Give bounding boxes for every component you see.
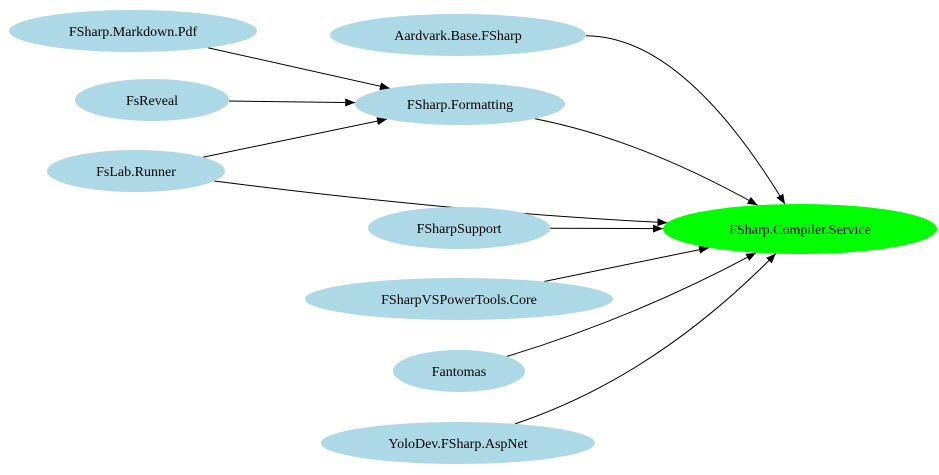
node-label-fsreveal: FsReveal xyxy=(126,94,178,109)
node-label-aardvark-base-fsharp: Aardvark.Base.FSharp xyxy=(394,29,522,44)
node-aardvark-base-fsharp: Aardvark.Base.FSharp xyxy=(330,14,586,56)
node-ellipse-fsharp-compiler-service xyxy=(663,204,937,254)
node-fsreveal: FsReveal xyxy=(75,79,229,121)
node-ellipse-fsharp-markdown-pdf xyxy=(9,10,257,52)
node-label-fsharp-formatting: FSharp.Formatting xyxy=(407,98,513,113)
node-fsharp-compiler-service: FSharp.Compiler.Service xyxy=(663,204,937,254)
node-fsharpsupport: FSharpSupport xyxy=(368,207,550,249)
node-label-fsharpsupport: FSharpSupport xyxy=(417,222,502,237)
node-ellipse-fsharpvspowertools-core xyxy=(305,278,613,320)
edge-fsharp-markdown-pdf-to-fsharp-formatting xyxy=(207,47,391,91)
node-yolodev-fsharp-aspnet: YoloDev.FSharp.AspNet xyxy=(321,422,595,464)
node-ellipse-yolodev-fsharp-aspnet xyxy=(321,422,595,464)
node-ellipse-fsreveal xyxy=(75,79,229,121)
edge-aardvark-base-fsharp-to-fsharp-compiler-service xyxy=(585,35,786,205)
node-label-yolodev-fsharp-aspnet: YoloDev.FSharp.AspNet xyxy=(388,437,527,452)
node-label-fsharp-compiler-service: FSharp.Compiler.Service xyxy=(729,223,871,238)
edge-yolodev-fsharp-aspnet-to-fsharp-compiler-service xyxy=(514,253,777,425)
node-ellipse-fslab-runner xyxy=(47,150,225,192)
node-ellipse-fsharpsupport xyxy=(368,207,550,249)
node-ellipse-fsharp-formatting xyxy=(355,83,565,125)
edge-fantomas-to-fsharp-compiler-service xyxy=(506,252,757,357)
node-fsharp-markdown-pdf: FSharp.Markdown.Pdf xyxy=(9,10,257,52)
node-ellipse-aardvark-base-fsharp xyxy=(330,14,586,56)
node-ellipse-fantomas xyxy=(393,350,525,392)
edge-fsharpvspowertools-core-to-fsharp-compiler-service xyxy=(544,245,710,282)
edge-fsreveal-to-fsharp-formatting xyxy=(228,98,356,107)
node-label-fslab-runner: FsLab.Runner xyxy=(96,165,176,180)
node-fsharp-formatting: FSharp.Formatting xyxy=(355,83,565,125)
node-fantomas: Fantomas xyxy=(393,350,525,392)
node-fsharpvspowertools-core: FSharpVSPowerTools.Core xyxy=(305,278,613,320)
edge-fsharp-formatting-to-fsharp-compiler-service xyxy=(534,118,758,206)
edge-fslab-runner-to-fsharp-formatting xyxy=(202,117,388,158)
node-label-fsharpvspowertools-core: FSharpVSPowerTools.Core xyxy=(381,293,537,308)
node-label-fsharp-markdown-pdf: FSharp.Markdown.Pdf xyxy=(69,25,198,40)
node-label-fantomas: Fantomas xyxy=(432,365,486,380)
node-fslab-runner: FsLab.Runner xyxy=(47,150,225,192)
